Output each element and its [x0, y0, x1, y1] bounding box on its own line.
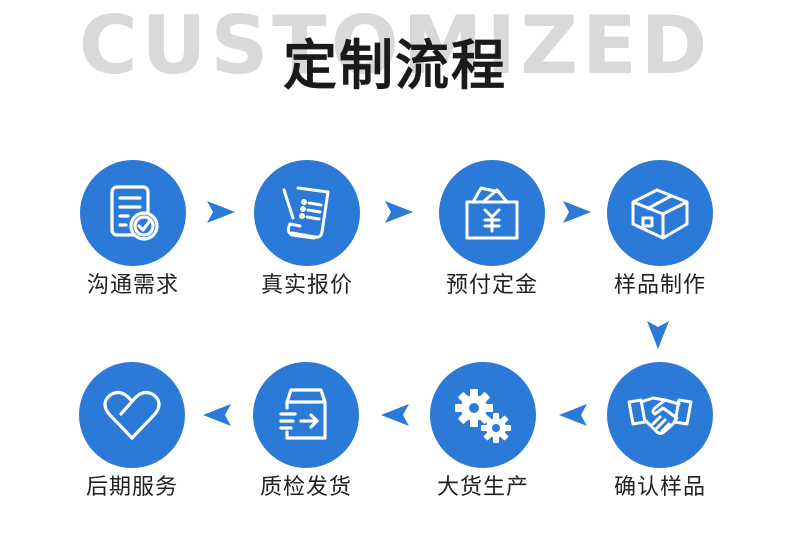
- page-title: 定制流程: [283, 34, 507, 97]
- arrow-right-icon: [563, 200, 591, 224]
- step-after-sales-service: 后期服务: [52, 362, 212, 512]
- gears-icon: [455, 389, 511, 443]
- background-word: CUSTOMIZED: [78, 0, 712, 92]
- arrow-left-icon: [203, 403, 231, 427]
- step-label: 沟通需求: [86, 273, 179, 298]
- step-circle: [439, 160, 545, 266]
- arrow-right-icon: [207, 200, 235, 224]
- step-circle: [607, 362, 713, 468]
- step-circle: [254, 160, 360, 266]
- step-label: 质检发货: [259, 475, 352, 500]
- step-label: 预付定金: [445, 273, 538, 298]
- yuan-wallet-icon: [465, 186, 519, 240]
- arrow-down-icon: [646, 321, 670, 349]
- step-label: 真实报价: [260, 273, 353, 298]
- box-icon: [631, 188, 689, 240]
- step-circle: [607, 160, 713, 266]
- step-circle: [253, 362, 359, 468]
- arrow-left-icon: [559, 403, 587, 427]
- step-circle: [79, 362, 185, 468]
- step-sample-making: 样品制作: [580, 160, 740, 310]
- step-communicate-needs: 沟通需求: [53, 160, 213, 310]
- step-circle: [430, 362, 536, 468]
- step-label: 样品制作: [613, 273, 706, 298]
- step-deposit: 预付定金: [412, 160, 572, 310]
- arrow-left-icon: [381, 403, 409, 427]
- step-confirm-sample: 确认样品: [580, 362, 740, 512]
- step-mass-production: 大货生产: [403, 362, 563, 512]
- quote-list-pen-icon: [282, 186, 330, 240]
- arrow-right-icon: [385, 200, 413, 224]
- step-inspection-shipping: 质检发货: [226, 362, 386, 512]
- shipping-box-icon: [279, 388, 327, 440]
- heart-icon: [103, 390, 161, 440]
- step-label: 后期服务: [85, 475, 178, 500]
- step-real-quote: 真实报价: [227, 160, 387, 310]
- step-circle: [80, 160, 186, 266]
- handshake-icon: [627, 396, 693, 435]
- step-label: 确认样品: [613, 475, 706, 500]
- document-check-icon: [110, 185, 159, 241]
- step-label: 大货生产: [436, 475, 529, 500]
